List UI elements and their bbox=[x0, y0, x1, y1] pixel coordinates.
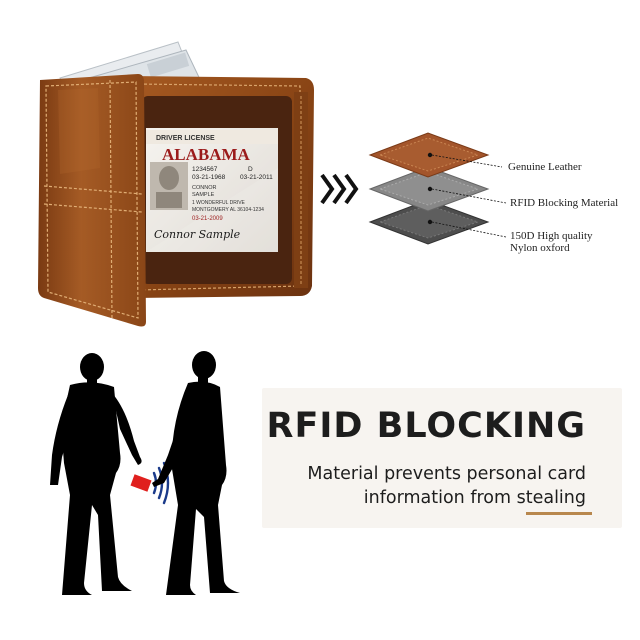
id-window bbox=[146, 128, 278, 252]
license-number: 1234567 bbox=[192, 166, 218, 173]
wallet-front-flap bbox=[38, 74, 146, 327]
license-name-2: SAMPLE bbox=[192, 192, 215, 198]
credit-card bbox=[130, 474, 152, 492]
wallet-illustration: DRIVER LICENSE ALABAMA 1234567 03-21-196… bbox=[38, 41, 314, 327]
thief-silhouette bbox=[152, 351, 240, 595]
chevron-right-icon bbox=[318, 172, 362, 206]
license-signature: Connor Sample bbox=[154, 228, 241, 241]
license-dob: 03-21-1968 bbox=[192, 174, 226, 181]
license-address-2: MONTGOMERY AL 36104-1234 bbox=[192, 207, 264, 213]
layer-label-rfid: RFID Blocking Material bbox=[510, 197, 619, 209]
accent-underline bbox=[526, 512, 592, 515]
layer-label-leather: Genuine Leather bbox=[508, 161, 582, 173]
rfid-info-panel: RFID BLOCKING Material prevents personal… bbox=[262, 388, 622, 528]
license-class: D bbox=[248, 166, 253, 173]
license-header: DRIVER LICENSE bbox=[156, 135, 215, 142]
layer-label-nylon-1: 150D High quality bbox=[510, 230, 593, 242]
license-address-1: 1 WONDERFUL DRIVE bbox=[192, 200, 246, 206]
wallet-image: DRIVER LICENSE ALABAMA 1234567 03-21-196… bbox=[38, 28, 328, 328]
subheadline-line-2: information from stealing bbox=[363, 488, 586, 508]
subheadline: Material prevents personal card informat… bbox=[307, 462, 586, 510]
license-exp: 03-21-2011 bbox=[240, 174, 273, 181]
headline: RFID BLOCKING bbox=[266, 406, 586, 446]
material-layers-diagram: Genuine Leather RFID Blocking Material 1… bbox=[360, 125, 630, 265]
subheadline-line-1: Material prevents personal card bbox=[307, 464, 586, 484]
pickpocket-illustration bbox=[40, 345, 270, 605]
license-state: ALABAMA bbox=[162, 145, 251, 164]
victim-silhouette bbox=[50, 353, 142, 595]
layer-label-nylon-2: Nylon oxford bbox=[510, 242, 570, 254]
license-issued: 03-21-2009 bbox=[192, 216, 223, 222]
license-name-1: CONNOR bbox=[192, 185, 216, 191]
